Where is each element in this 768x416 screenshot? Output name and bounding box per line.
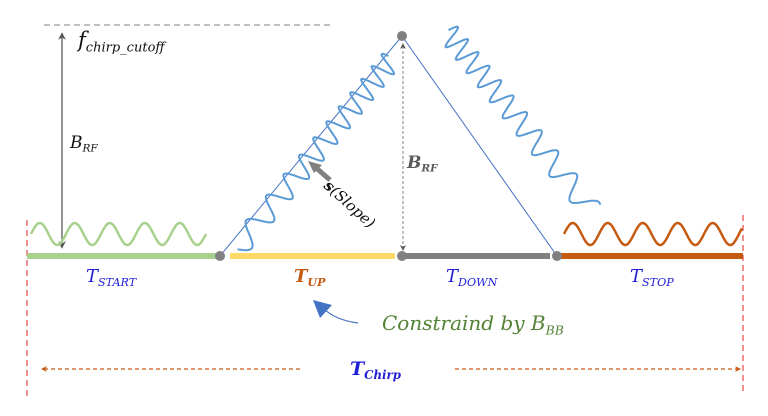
down-chirp-wave — [444, 25, 602, 205]
constraint-label: Constraind by BBB — [382, 311, 564, 338]
t-stop-label: TSTOP — [630, 266, 674, 289]
b-rf-center-label: BRF — [407, 153, 438, 175]
t-down-label: TDOWN — [446, 266, 498, 289]
b-rf-left-label: BRF — [70, 133, 98, 155]
stop-wave — [562, 221, 744, 247]
slope-arrow-head — [308, 161, 322, 173]
node-down-stop — [552, 251, 562, 261]
up-chirp-wave — [237, 52, 395, 252]
node-up-down — [397, 251, 407, 261]
t-start-label: TSTART — [86, 266, 137, 289]
constraint-arrow — [322, 307, 359, 324]
constraint-arrow-head — [313, 300, 332, 318]
cutoff-label: fchirp_cutoff — [78, 28, 165, 56]
start-wave — [29, 221, 208, 247]
node-peak — [397, 31, 407, 41]
node-start-up — [215, 251, 225, 261]
ramp-down-line — [401, 35, 558, 257]
t-up-label: TUP — [294, 266, 326, 289]
t-chirp-label: TChirp — [350, 358, 401, 383]
